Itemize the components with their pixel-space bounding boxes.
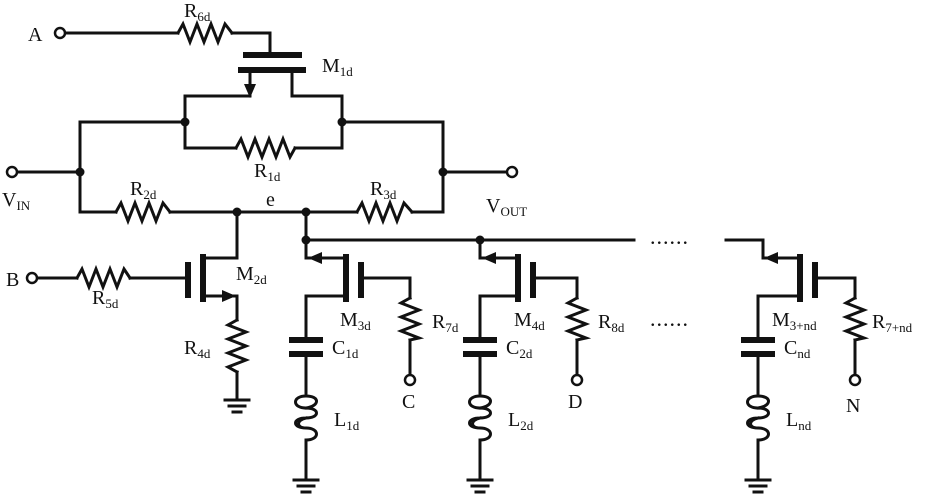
resistor-r5d [74, 264, 133, 292]
arrows [222, 84, 778, 302]
label-r2d: R2d [130, 178, 157, 202]
label-r5d: R5d [92, 287, 119, 311]
junctions [75, 117, 485, 245]
ellipsis-top: ...... [650, 224, 689, 249]
wires [10, 31, 857, 494]
resistor-r6d [175, 19, 235, 47]
label-m3nd: M3+nd [772, 309, 817, 333]
m3nd-arrow [764, 252, 778, 264]
m3d-arrow [308, 252, 322, 264]
inductor-l1d [294, 394, 318, 442]
ellipsis-mid: ...... [650, 306, 689, 331]
terminal-c [403, 373, 417, 387]
capacitor-c2d [463, 337, 497, 357]
capacitors [289, 337, 775, 357]
capacitor-cnd [741, 337, 775, 357]
m2d-arrow [222, 290, 236, 302]
resistor-r7d [396, 295, 425, 342]
label-c2d: C2d [506, 337, 533, 361]
label-m4d: M4d [514, 309, 545, 333]
label-vin: VIN [2, 189, 31, 213]
label-m2d: M2d [236, 263, 267, 287]
label-r6d: R6d [184, 0, 211, 24]
terminal-b [25, 271, 39, 285]
resistor-r7nd [841, 295, 870, 342]
label-r7nd: R7+nd [872, 311, 913, 335]
terminal-n [848, 373, 862, 387]
label-vout: VOUT [486, 195, 527, 219]
label-b: B [6, 269, 19, 291]
terminal-a [53, 26, 67, 40]
inductor-l2d [468, 394, 492, 442]
resistor-r8d [563, 295, 592, 342]
label-r1d: R1d [254, 160, 281, 184]
label-m1d: M1d [322, 55, 353, 79]
label-r3d: R3d [370, 178, 397, 202]
label-node-e: e [266, 189, 275, 211]
label-c1d: C1d [332, 337, 359, 361]
terminal-vin [5, 165, 19, 179]
terminals [5, 26, 862, 387]
resistor-r1d [233, 134, 298, 162]
terminal-d [570, 373, 584, 387]
label-r4d: R4d [184, 337, 211, 361]
resistors [74, 19, 870, 375]
label-d: D [568, 391, 582, 413]
labels: A B C D N e VIN VOUT R6d R1d R2d R3d R4d… [2, 0, 913, 433]
resistor-r2d [113, 198, 173, 226]
m4d-arrow [482, 252, 496, 264]
label-c: C [402, 391, 415, 413]
resistor-r3d [354, 198, 415, 226]
label-r7d: R7d [432, 311, 459, 335]
label-a: A [28, 24, 43, 46]
inductor-lnd [746, 394, 770, 442]
label-m3d: M3d [340, 309, 371, 333]
terminal-vout [505, 165, 519, 179]
resistor-r4d [223, 317, 251, 375]
label-lnd: Lnd [786, 409, 812, 433]
label-r8d: R8d [598, 311, 625, 335]
inductors [294, 394, 770, 442]
m1d-arrow [244, 84, 256, 98]
label-l1d: L1d [334, 409, 360, 433]
capacitor-c1d [289, 337, 323, 357]
label-cnd: Cnd [784, 337, 811, 361]
label-n: N [846, 395, 860, 417]
label-l2d: L2d [508, 409, 534, 433]
